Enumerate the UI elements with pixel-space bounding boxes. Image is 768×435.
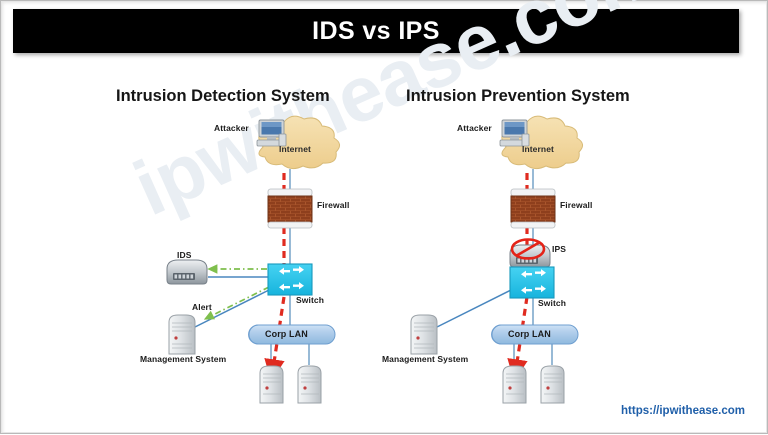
label-firewall-ids: Firewall	[317, 200, 349, 210]
switch-ids	[268, 264, 312, 295]
attacker-computer-ids	[257, 120, 286, 146]
label-attacker-ips: Attacker	[457, 123, 492, 133]
label-internet-ids: Internet	[279, 144, 311, 154]
label-management-system-ips: Management System	[382, 354, 468, 364]
label-corp-lan-ips: Corp LAN	[508, 329, 551, 339]
label-ids-sensor: IDS	[177, 250, 191, 260]
server-2-ips	[541, 366, 564, 403]
server-2-ids	[298, 366, 321, 403]
management-system-ids	[169, 315, 195, 354]
label-management-system-ids: Management System	[140, 354, 226, 364]
label-firewall-ips: Firewall	[560, 200, 592, 210]
label-switch-ips: Switch	[538, 298, 566, 308]
label-attacker-ids: Attacker	[214, 123, 249, 133]
firewall-ips	[511, 189, 555, 228]
attacker-computer-ips	[500, 120, 529, 146]
flow-alert-to-management	[209, 287, 269, 317]
firewall-ids	[268, 189, 312, 228]
server-1-ids	[260, 366, 283, 403]
label-switch-ids: Switch	[296, 295, 324, 305]
label-internet-ips: Internet	[522, 144, 554, 154]
footer-url[interactable]: https://ipwithease.com	[621, 405, 745, 417]
server-1-ips	[503, 366, 526, 403]
label-alert-ids: Alert	[192, 302, 212, 312]
label-corp-lan-ids: Corp LAN	[265, 329, 308, 339]
management-system-ips	[411, 315, 437, 354]
ids-sensor	[167, 260, 207, 284]
switch-ips	[510, 267, 554, 298]
label-ips-sensor: IPS	[552, 244, 566, 254]
